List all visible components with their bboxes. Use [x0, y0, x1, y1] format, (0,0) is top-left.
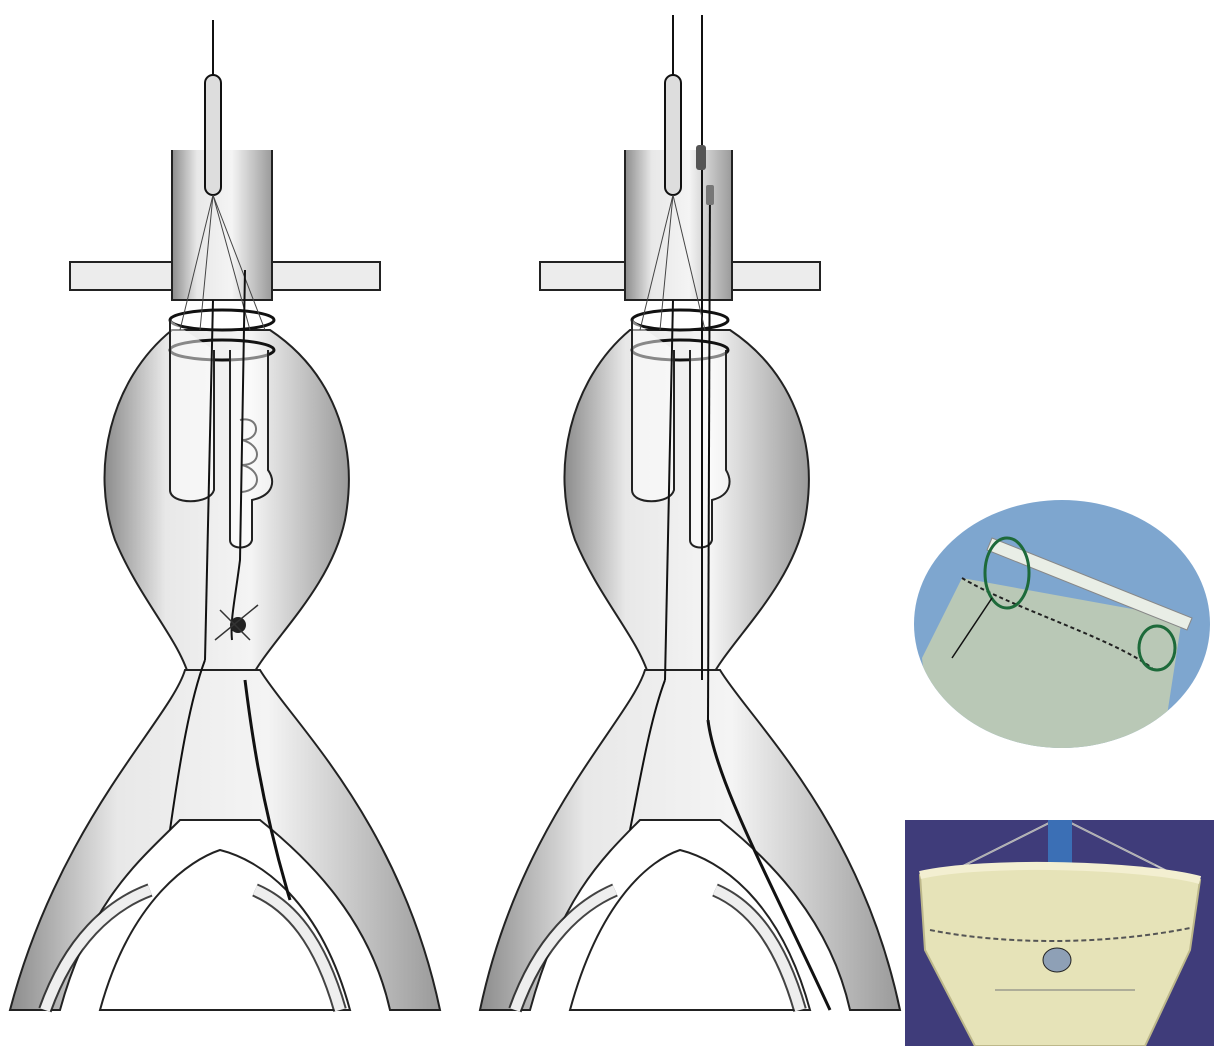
graft-body-2 [632, 320, 674, 501]
aneurysm-sac-2 [564, 330, 808, 680]
graft-marker [1043, 948, 1071, 972]
aorta-illustration-middle [470, 0, 910, 1046]
graft-cuff-closeup-photo [912, 498, 1212, 750]
iliac-gap-2 [570, 850, 810, 1010]
box-photo-illustration [905, 820, 1214, 1046]
delivery-sheath-handle [205, 75, 221, 195]
aorta-diagram-left [0, 0, 460, 1046]
graft-device-photo [905, 820, 1214, 1046]
delivery-sheath-handle-2 [665, 75, 681, 195]
graft-body [170, 320, 214, 501]
renal-artery-right [272, 262, 380, 290]
aneurysm-sac [105, 330, 349, 680]
aorta-illustration-left [0, 0, 460, 1046]
contralateral-sheath [696, 145, 706, 170]
oval-photo-illustration [912, 498, 1212, 750]
iliac-gap [100, 850, 350, 1010]
renal-artery-right-2 [732, 262, 820, 290]
aorta-diagram-middle [470, 0, 910, 1046]
